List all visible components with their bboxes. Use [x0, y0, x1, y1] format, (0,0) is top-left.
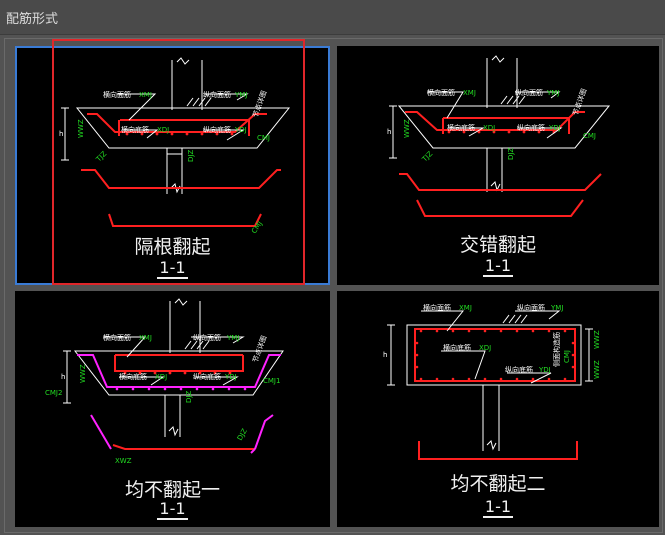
- label-top-lateral: 横向面筋: [103, 333, 131, 342]
- title-bar: 配筋形式: [0, 0, 665, 35]
- code-hook: WWZ: [403, 119, 411, 138]
- diagram-option-2: 横向面筋 XMJ 纵向面筋 YMJ 横向底筋 XDJ 纵向底筋 YDJ CMJ …: [387, 55, 611, 217]
- code-top-long: YMJ: [546, 89, 559, 97]
- option-caption-2: 交错翻起: [459, 234, 536, 256]
- label-top-lateral: 横向面筋: [427, 88, 455, 97]
- code-top-lateral: XMJ: [463, 89, 476, 97]
- option-card-2[interactable]: 横向面筋 XMJ 纵向面筋 YMJ 横向底筋 XDJ 纵向底筋 YDJ CMJ …: [337, 46, 659, 285]
- code-slope: TJZ: [94, 150, 108, 164]
- label-bot-lateral: 横向底筋: [119, 372, 147, 381]
- option-caption-1: 隔根翻起: [134, 236, 211, 258]
- label-bot-lateral: 横向底筋: [121, 125, 149, 134]
- code-slope: TJZ: [420, 150, 434, 164]
- code-bottom: XWZ: [115, 457, 132, 465]
- code-top-long: YMJ: [234, 91, 247, 99]
- code-anchor: DJZ: [507, 148, 515, 160]
- code-top-long: YMJ: [550, 304, 563, 312]
- code-bot-lateral: XDJ: [155, 373, 167, 381]
- diagram-option-4: 横向面筋 XMJ 纵向面筋 YMJ 横向底筋 XDJ 纵向底筋 YDJ 侧面构造…: [383, 303, 601, 460]
- option-card-1[interactable]: 横向面筋 XMJ 纵向面筋 YMJ 横向底筋 XDJ 纵向底筋 YDJ CMJ …: [15, 46, 330, 285]
- label-depth: h: [383, 351, 387, 359]
- code-top-lateral: XMJ: [459, 304, 472, 312]
- label-depth: h: [387, 128, 391, 136]
- code-side: CMJ: [257, 134, 270, 142]
- code-bot-lateral: XDJ: [479, 344, 491, 352]
- label-bot-long: 纵向底筋: [505, 365, 533, 374]
- code-top-long: YMJ: [226, 334, 239, 342]
- section-label-2: 1-1: [482, 256, 514, 277]
- code-side-2: CMJ2: [45, 389, 62, 397]
- label-bot-long: 纵向底筋: [517, 123, 545, 132]
- code-side: CMJ: [583, 132, 596, 140]
- option-caption-4: 均不翻起二: [450, 473, 546, 495]
- label-top-lateral: 横向面筋: [423, 303, 451, 312]
- label-bot-lateral: 横向底筋: [443, 343, 471, 352]
- code-hook: WWZ: [77, 119, 85, 138]
- label-bot-lateral: 横向底筋: [447, 123, 475, 132]
- options-frame: [4, 38, 663, 533]
- option-card-4[interactable]: 横向面筋 XMJ 纵向面筋 YMJ 横向底筋 XDJ 纵向底筋 YDJ 侧面构造…: [337, 291, 659, 527]
- code-side: CMJ: [563, 350, 571, 363]
- label-side-note: 侧面构造筋: [552, 332, 561, 367]
- section-label-1: 1-1: [157, 258, 188, 279]
- code-anchor-2: DJZ: [236, 427, 249, 442]
- label-bot-long: 纵向底筋: [193, 372, 221, 381]
- label-note: 节点详图: [250, 334, 268, 363]
- label-top-lateral: 横向面筋: [103, 90, 131, 99]
- label-top-long: 纵向面筋: [203, 90, 231, 99]
- code-bot-lateral: XDJ: [157, 126, 169, 134]
- diagram-option-3: 横向面筋 XMJ 纵向面筋 YMJ 横向底筋 XDJ 纵向底筋 YDJ CMJ1…: [45, 298, 284, 465]
- label-top-long: 纵向面筋: [515, 88, 543, 97]
- code-bot-lateral: XDJ: [483, 124, 495, 132]
- code-bot-long: YDJ: [548, 124, 561, 132]
- code-side-1: CMJ1: [263, 377, 280, 385]
- label-top-long: 纵向面筋: [193, 333, 221, 342]
- option-caption-3: 均不翻起一: [124, 479, 220, 501]
- code-hook: WWZ: [79, 364, 87, 383]
- dialog-title: 配筋形式: [6, 12, 59, 27]
- label-note: 节点详图: [570, 87, 588, 116]
- code-anchor: DJZ: [185, 391, 193, 403]
- code-bot-long: YDJ: [538, 366, 551, 374]
- code-anchor: DJZ: [187, 150, 195, 162]
- label-depth: h: [59, 130, 63, 138]
- label-depth: h: [61, 373, 65, 381]
- code-bot-long: YDJ: [224, 373, 237, 381]
- diagram-option-1: 横向面筋 XMJ 纵向面筋 YMJ 横向底筋 XDJ 纵向底筋 YDJ CMJ …: [59, 57, 291, 235]
- label-top-long: 纵向面筋: [517, 303, 545, 312]
- label-bot-long: 纵向底筋: [203, 125, 231, 134]
- code-top-lateral: XMJ: [139, 91, 152, 99]
- section-label-3: 1-1: [157, 499, 188, 520]
- code-hook-1: WWZ: [593, 330, 601, 349]
- option-card-3[interactable]: 横向面筋 XMJ 纵向面筋 YMJ 横向底筋 XDJ 纵向底筋 YDJ CMJ1…: [15, 291, 330, 527]
- section-label-4: 1-1: [482, 497, 514, 518]
- code-hook-2: WWZ: [593, 360, 601, 379]
- code-top-lateral: XMJ: [139, 334, 152, 342]
- code-bot-long: YDJ: [234, 126, 247, 134]
